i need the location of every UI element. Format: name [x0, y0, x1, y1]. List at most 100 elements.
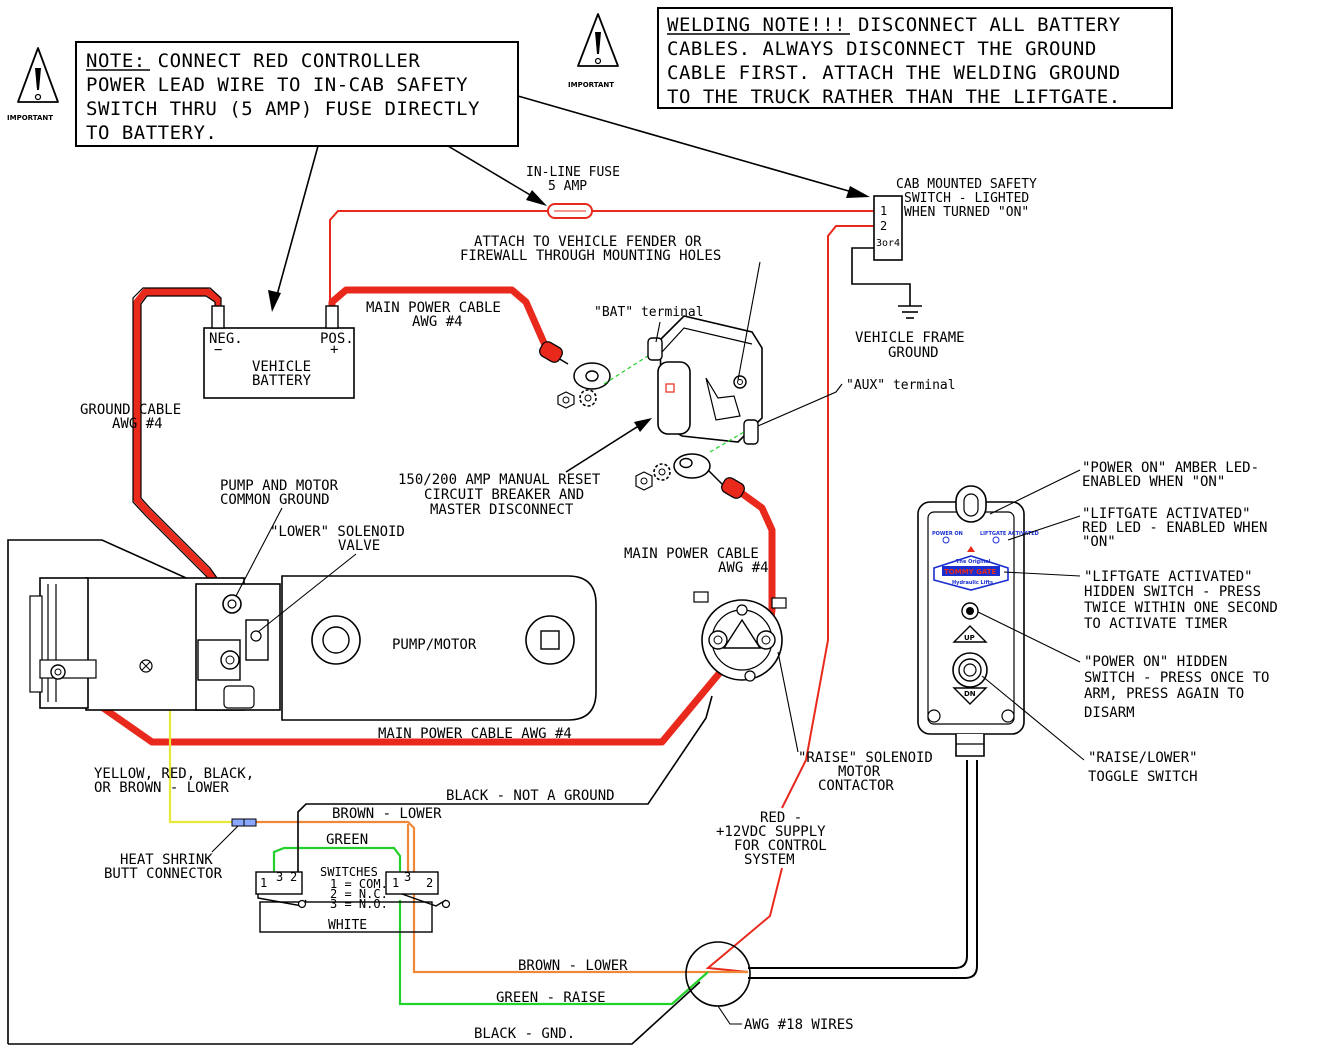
ground-cable-label-2: AWG #4 [112, 416, 163, 432]
black-gnd-wire [7, 539, 227, 1044]
battery-neg-symbol: − [214, 342, 222, 358]
note-box [75, 41, 519, 147]
main-cable-mid-label-2: AWG #4 [718, 560, 769, 576]
cab-switch-pin-1: 1 [880, 204, 887, 218]
ground-cable [133, 288, 228, 599]
battery-label-2: BATTERY [252, 373, 312, 389]
black-gnd-label: BLACK - GND. [474, 1026, 575, 1042]
green-raise-label: GREEN - RAISE [496, 990, 606, 1006]
awg18-label: AWG #18 WIRES [744, 1017, 854, 1033]
raise-solenoid-label-3: CONTACTOR [818, 778, 894, 794]
power-on-led-label-2: ENABLED WHEN "ON" [1082, 474, 1225, 490]
main-cable-mid-label-1: MAIN POWER CABLE [624, 546, 759, 562]
brown-lower-bottom-label: BROWN - LOWER [518, 958, 628, 974]
switches-label-1: SWITCHES [320, 865, 378, 879]
red-supply-label-4: SYSTEM [744, 852, 795, 868]
main-cable-bottom-label: MAIN POWER CABLE AWG #4 [378, 726, 572, 742]
heat-shrink-label-1: HEAT SHRINK [120, 852, 213, 868]
cab-switch-label-3: WHEN TURNED "ON" [904, 205, 1029, 220]
cab-safety-switch [873, 195, 903, 261]
important-icon-left: IMPORTANT [7, 47, 59, 122]
ctrl-liftgate-text: LIFTGATE ACTIVATED [980, 531, 1039, 537]
welding-box [657, 7, 1173, 109]
battery-pos-symbol: + [330, 342, 338, 358]
pump-ground-leader [235, 507, 283, 597]
lower-solenoid-label-1: "LOWER" SOLENOID [270, 524, 405, 540]
green-top-label: GREEN [326, 832, 368, 848]
brown-lower-top-label: BROWN - LOWER [332, 806, 442, 822]
frame-ground-wire [851, 247, 911, 306]
ground-cable-label-1: GROUND CABLE [80, 402, 181, 418]
hidden-switch-label-1: "LIFTGATE ACTIVATED" [1084, 569, 1253, 585]
battery-pos-label: POS. [320, 331, 354, 347]
white-label: WHITE [328, 918, 367, 933]
raise-solenoid-label-2: MOTOR [838, 764, 881, 780]
breaker-label-1: 150/200 AMP MANUAL RESET [398, 472, 601, 488]
green-raise-wire [398, 900, 709, 1006]
lower-solenoid-leader [257, 553, 357, 633]
black-not-ground-wire [297, 695, 713, 876]
welding-line-3: CABLE FIRST. ATTACH THE WELDING GROUND [667, 62, 1121, 84]
ctrl-power-on-text: POWER ON [932, 531, 963, 537]
heat-shrink-label-2: BUTT CONNECTOR [104, 866, 223, 882]
switches-label-4: 3 = N.O. [330, 897, 388, 911]
cab-switch-pin-2: 2 [880, 219, 887, 233]
yellow-wire-label-2: OR BROWN - LOWER [94, 780, 229, 796]
hidden-switch-label-4: TO ACTIVATE TIMER [1084, 616, 1228, 632]
red-fuse-wire [329, 210, 876, 973]
important-icon-right: IMPORTANT [568, 13, 619, 89]
switches-label-2: 1 = COM. [330, 877, 388, 891]
power-hidden-label-1: "POWER ON" HIDDEN [1084, 654, 1227, 670]
aux-terminal-leader [757, 383, 843, 427]
red-supply-label-2: +12VDC SUPPLY [716, 824, 826, 840]
switch-left-pin-2: 2 [290, 870, 297, 884]
switch-right-pin-2: 2 [426, 876, 433, 890]
note-line-1: NOTE: CONNECT RED CONTROLLER [86, 50, 420, 72]
yellow-wire-label-1: YELLOW, RED, BLACK, [94, 766, 254, 782]
important-label-left: IMPORTANT [7, 114, 53, 122]
green-wire-top [272, 846, 402, 876]
controller-cable-2 [748, 760, 978, 979]
toggle-label-1: "RAISE/LOWER" [1088, 750, 1198, 766]
main-power-cable-bottom [63, 667, 725, 746]
power-hidden-label-3: ARM, PRESS AGAIN TO [1084, 686, 1244, 702]
raise-solenoid-contactor [693, 591, 787, 682]
aux-terminal-label: "AUX" terminal [846, 378, 956, 393]
breaker-label-2: CIRCUIT BREAKER AND [424, 487, 584, 503]
switches-label-3: 2 = N.C. [330, 887, 388, 901]
attach-leader [737, 261, 761, 381]
switch-left-pin-1: 1 [260, 876, 267, 890]
black-not-ground-label: BLACK - NOT A GROUND [446, 788, 615, 804]
hidden-switch-leader [1003, 571, 1081, 577]
inline-fuse-label-2: 5 AMP [548, 179, 587, 194]
main-cable-top-label-2: AWG #4 [412, 314, 463, 330]
frame-ground-symbol [898, 305, 922, 319]
awg18-leader [717, 1005, 742, 1025]
note-line-2: POWER LEAD WIRE TO IN-CAB SAFETY [86, 74, 468, 96]
ctrl-dn-text: DN [964, 690, 976, 698]
note-line-4: TO BATTERY. [86, 122, 217, 144]
frame-ground-label-1: VEHICLE FRAME [855, 330, 965, 346]
switch-right-pin-3: 3 [404, 870, 411, 884]
liftgate-led-leader [1007, 515, 1081, 541]
important-label-right: IMPORTANT [568, 81, 614, 89]
heat-shrink-leader [211, 825, 239, 853]
bat-terminal-leader [655, 321, 661, 343]
attach-label-2: FIREWALL THROUGH MOUNTING HOLES [460, 248, 721, 264]
pump-motor [29, 575, 597, 721]
power-hidden-label-4: DISARM [1084, 705, 1135, 721]
hidden-switch-label-2: HIDDEN SWITCH - PRESS [1084, 584, 1261, 600]
note-arrows [268, 95, 870, 312]
welding-line-2: CABLES. ALWAYS DISCONNECT THE GROUND [667, 38, 1097, 60]
breaker-arrowhead [634, 418, 652, 432]
attach-label-1: ATTACH TO VEHICLE FENDER OR [474, 234, 702, 250]
circuit-breaker [539, 315, 763, 499]
red-supply-label-3: FOR CONTROL [734, 838, 827, 854]
switch-left-pin-3: 3 [276, 870, 283, 884]
ctrl-brand-2: TOMMY GATE [944, 568, 997, 576]
breaker-label-3: MASTER DISCONNECT [430, 502, 574, 518]
liftgate-led-label-2: RED LED - ENABLED WHEN [1082, 520, 1267, 536]
raise-solenoid-label-1: "RAISE" SOLENOID [798, 750, 933, 766]
liftgate-led-label-3: "ON" [1082, 534, 1116, 550]
